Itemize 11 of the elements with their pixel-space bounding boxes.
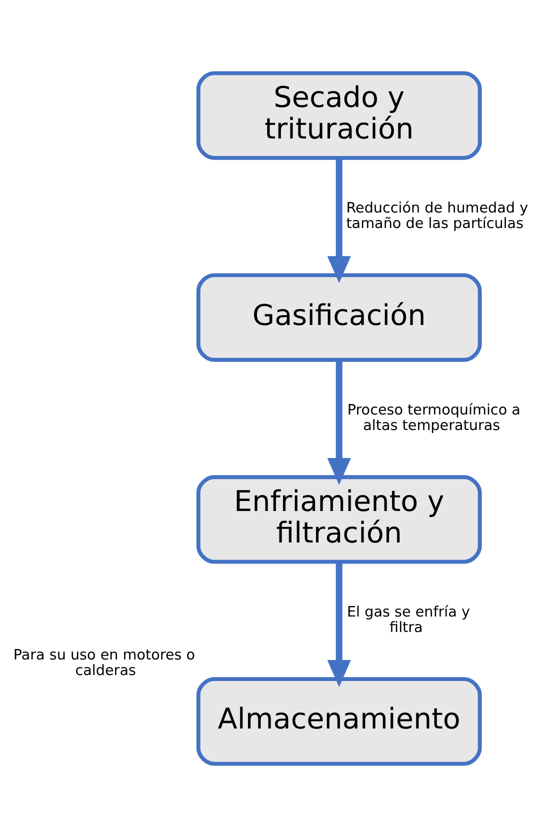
node-box: Secado y trituración xyxy=(196,71,482,160)
node-box: Enfriamiento y filtración xyxy=(196,475,482,564)
node-box: Almacenamiento xyxy=(196,677,482,766)
node-box: Gasificación xyxy=(196,273,482,362)
arrow xyxy=(327,562,351,688)
edge-label: Reducción de humedad y tamaño de las partículas xyxy=(346,200,528,232)
edge-label: El gas se enfría y filtra xyxy=(347,604,470,636)
edge-label: Proceso termoquímico a altas temperaturas xyxy=(347,402,520,434)
arrow xyxy=(327,158,351,284)
arrow xyxy=(327,360,351,486)
node-label: Para su uso en motores o calderas xyxy=(13,647,196,679)
